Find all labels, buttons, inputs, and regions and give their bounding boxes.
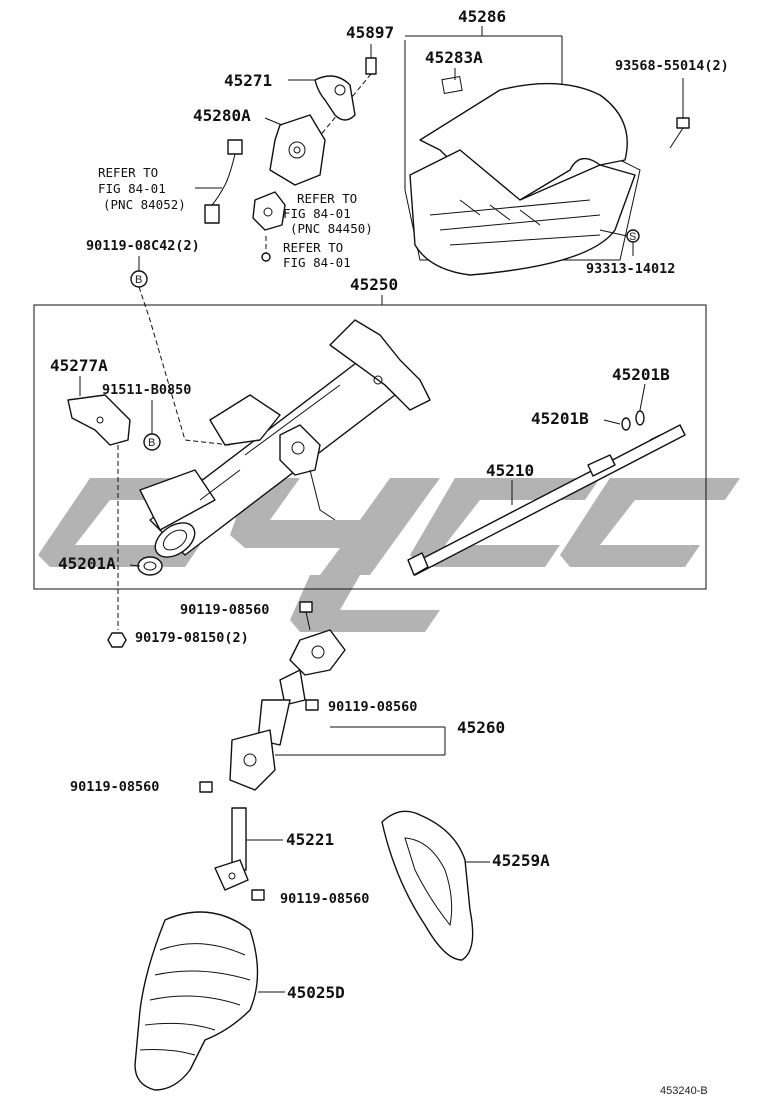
rings-45201B — [621, 410, 645, 431]
label-45250: 45250 — [350, 275, 398, 294]
bolt-90119-08560-b — [305, 699, 319, 711]
cover-45259A — [381, 810, 474, 961]
sensor-connector — [204, 139, 243, 224]
label-45210: 45210 — [486, 461, 534, 480]
ref1-line1: REFER TO — [98, 165, 158, 180]
label-90119-08560-b: 90119-08560 — [328, 699, 417, 715]
bracket-45277A — [67, 394, 131, 446]
label-90119-08560-c: 90119-08560 — [70, 779, 159, 795]
label-45280A: 45280A — [193, 106, 251, 125]
nut-90179 — [107, 632, 127, 648]
label-93313: 93313-14012 — [586, 261, 675, 277]
seal-45201A — [137, 556, 163, 576]
ref2-line2: FIG 84-01 — [283, 206, 351, 221]
switch-84450 — [252, 191, 286, 231]
label-90119-08c42: 90119-08C42(2) — [86, 238, 200, 254]
yoke-45221 — [214, 807, 249, 891]
label-45271: 45271 — [224, 71, 272, 90]
label-93568: 93568-55014(2) — [615, 58, 729, 74]
boot-45025D — [134, 911, 259, 1091]
ref3-line1: REFER TO — [283, 240, 343, 255]
label-90179: 90179-08150(2) — [135, 630, 249, 646]
lock-housing-45280A — [269, 114, 326, 186]
label-45277A: 45277A — [50, 356, 108, 375]
bolt-90119-08560-a — [299, 601, 313, 631]
bolt-90119-08560-c — [199, 781, 213, 793]
label-45221: 45221 — [286, 830, 334, 849]
ref2-line1: REFER TO — [297, 191, 357, 206]
steering-column-45250 — [139, 319, 431, 558]
ref2-line3: (PNC 84450) — [290, 221, 373, 236]
label-45260: 45260 — [457, 718, 505, 737]
label-45201A: 45201A — [58, 554, 116, 573]
ref1-line3: (PNC 84052) — [103, 197, 186, 212]
label-45283A: 45283A — [425, 48, 483, 67]
marker-b2 — [143, 433, 161, 451]
assembly-box-45250 — [33, 304, 707, 590]
label-90119-08560-a: 90119-08560 — [180, 602, 269, 618]
screw-93568 — [669, 78, 690, 149]
label-45201B-2: 45201B — [531, 409, 589, 428]
marker-b2-text: B — [148, 437, 155, 449]
ref1-line2: FIG 84-01 — [98, 181, 166, 196]
label-45025D: 45025D — [287, 983, 345, 1002]
label-45897: 45897 — [346, 23, 394, 42]
ref3-line2: FIG 84-01 — [283, 255, 351, 270]
intermediate-shaft-45260 — [229, 629, 346, 791]
shaft-45210 — [407, 424, 686, 576]
label-45201B-1: 45201B — [612, 365, 670, 384]
small-bolt-ref3 — [261, 236, 271, 262]
column-cover-45286 — [404, 26, 641, 276]
watermark-logo — [38, 478, 740, 632]
label-45286: 45286 — [458, 7, 506, 26]
label-45259A: 45259A — [492, 851, 550, 870]
marker-s1-text: S — [629, 231, 636, 243]
bolt-90119-08560-d — [251, 889, 265, 901]
clamp-45271 — [314, 75, 356, 121]
marker-b1-text: B — [135, 274, 142, 286]
label-90119-08560-d: 90119-08560 — [280, 891, 369, 907]
figure-id: 453240-B — [660, 1085, 708, 1097]
label-91511: 91511-B0850 — [102, 382, 191, 398]
